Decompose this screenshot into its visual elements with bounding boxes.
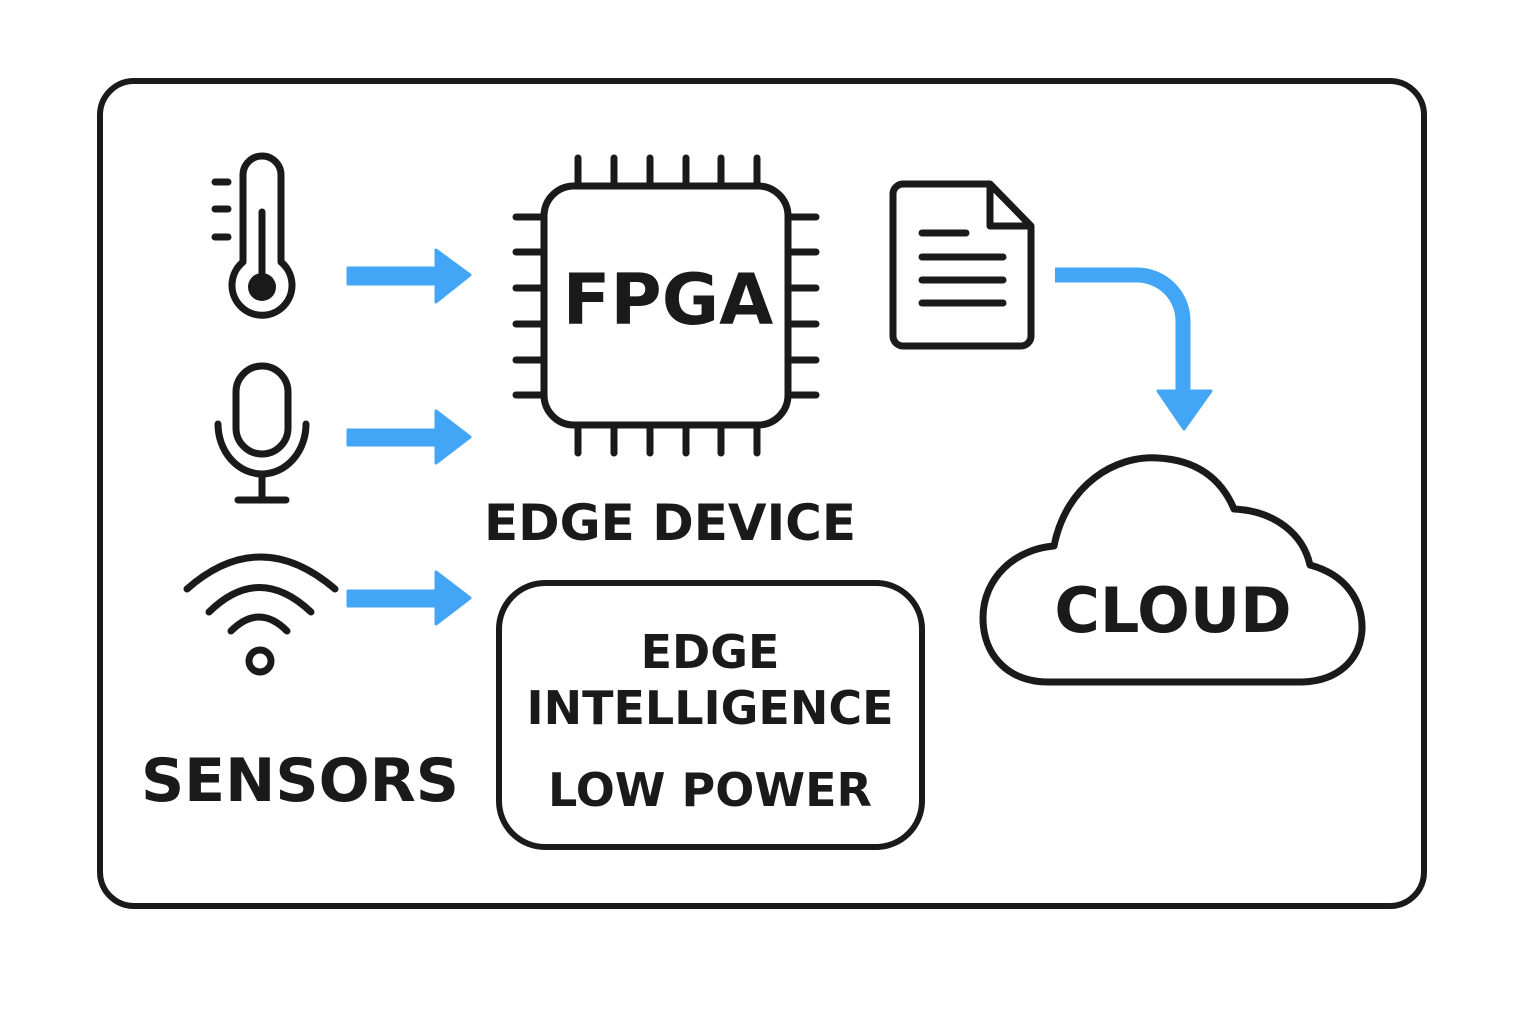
feature-line-intelligence: INTELLIGENCE xyxy=(526,681,893,735)
microphone-icon xyxy=(214,362,310,504)
cloud-label: CLOUD xyxy=(1054,574,1291,647)
document-icon xyxy=(889,180,1035,350)
arrow-wifi-to-edge-intelligence xyxy=(346,570,472,626)
sensors-label: SENSORS xyxy=(141,746,459,816)
edge-device-label: EDGE DEVICE xyxy=(484,494,856,552)
fpga-chip-label: FPGA xyxy=(563,259,774,341)
arrow-temperature-to-fpga xyxy=(346,248,472,304)
arrow-audio-to-fpga xyxy=(346,409,472,465)
feature-line-edge: EDGE xyxy=(641,625,780,679)
diagram-frame xyxy=(97,78,1427,909)
edge-intelligence-box xyxy=(496,580,925,850)
arrow-document-to-cloud xyxy=(1055,267,1213,431)
feature-line-low-power: LOW POWER xyxy=(548,763,872,817)
wifi-icon xyxy=(183,553,339,676)
fpga-chip-icon xyxy=(512,154,820,457)
thermometer-icon xyxy=(211,152,296,319)
cloud-icon xyxy=(979,454,1366,686)
